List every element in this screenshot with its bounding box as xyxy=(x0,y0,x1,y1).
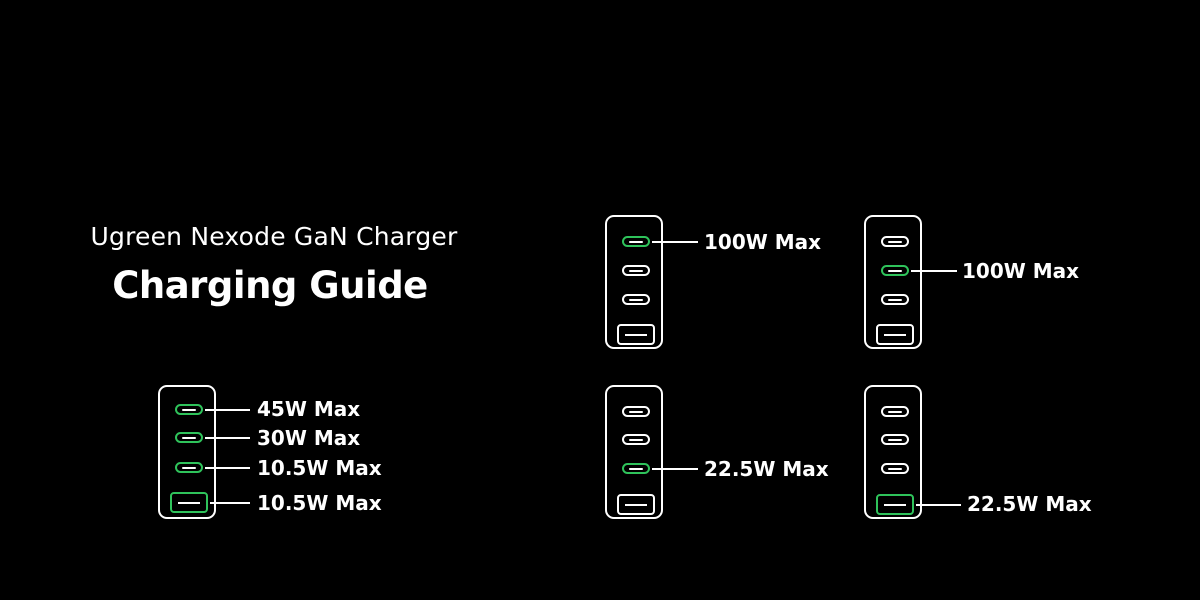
usb-c-port-1 xyxy=(622,406,650,417)
port-label: 100W Max xyxy=(962,259,1080,283)
charger-body xyxy=(158,385,216,519)
usb-c-port-1 xyxy=(881,406,909,417)
usb-c-port-3 xyxy=(881,294,909,305)
usb-c-port-1 xyxy=(881,236,909,247)
leader-line xyxy=(911,270,957,272)
port-label: 10.5W Max xyxy=(257,491,382,515)
leader-line xyxy=(205,409,250,411)
port-label: 10.5W Max xyxy=(257,456,382,480)
usb-c-port-2 xyxy=(622,434,650,445)
usb-c-port-2 xyxy=(881,265,909,276)
usb-c-port-3 xyxy=(622,463,650,474)
charger-body xyxy=(864,215,922,349)
charger-body xyxy=(605,385,663,519)
charger-body xyxy=(605,215,663,349)
charger-body xyxy=(864,385,922,519)
usb-a-port xyxy=(617,494,655,515)
leader-line xyxy=(210,502,250,504)
port-label: 45W Max xyxy=(257,397,361,421)
usb-c-port-3 xyxy=(175,462,203,473)
usb-c-port-2 xyxy=(175,432,203,443)
port-label: 100W Max xyxy=(704,230,822,254)
page-title: Charging Guide xyxy=(112,264,428,307)
usb-c-port-2 xyxy=(881,434,909,445)
usb-a-port xyxy=(876,494,914,515)
usb-c-port-1 xyxy=(175,404,203,415)
usb-c-port-3 xyxy=(622,294,650,305)
usb-c-port-1 xyxy=(622,236,650,247)
leader-line xyxy=(916,504,961,506)
usb-c-port-2 xyxy=(622,265,650,276)
usb-a-port xyxy=(617,324,655,345)
usb-c-port-3 xyxy=(881,463,909,474)
leader-line xyxy=(205,437,250,439)
leader-line xyxy=(652,241,698,243)
usb-a-port xyxy=(876,324,914,345)
port-label: 30W Max xyxy=(257,426,361,450)
subtitle: Ugreen Nexode GaN Charger xyxy=(90,222,458,251)
leader-line xyxy=(652,468,698,470)
port-label: 22.5W Max xyxy=(704,457,829,481)
usb-a-port xyxy=(170,492,208,513)
port-label: 22.5W Max xyxy=(967,492,1092,516)
leader-line xyxy=(205,467,250,469)
